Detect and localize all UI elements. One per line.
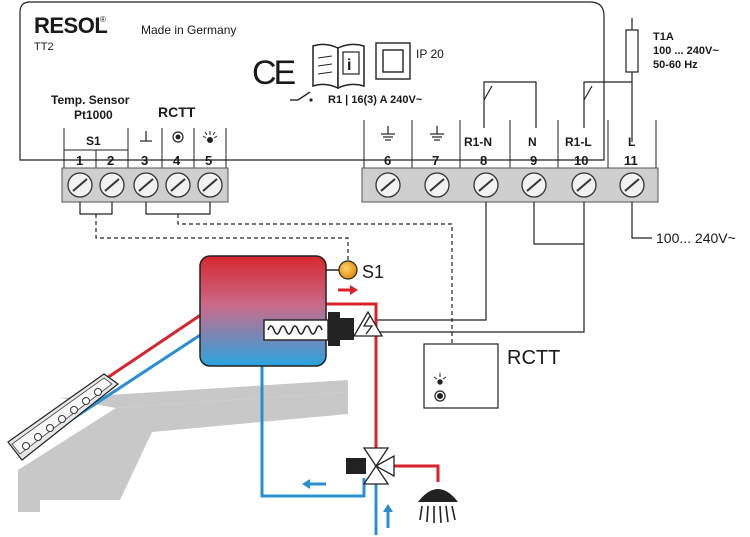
supply-voltage-label: 100... 240V~ <box>656 230 736 246</box>
header-s1: S1 <box>86 134 101 148</box>
terminal-dividers <box>63 120 657 168</box>
temp-sensor-type-label: Pt1000 <box>74 108 113 122</box>
registered-mark: ® <box>100 15 106 24</box>
light-button-symbol <box>172 131 184 143</box>
header-l: L <box>628 135 635 149</box>
relay-power-wires <box>376 202 585 333</box>
hot-pipes <box>103 302 440 482</box>
made-in-label: Made in Germany <box>141 23 236 37</box>
roof <box>18 380 348 512</box>
led-symbol <box>202 131 218 143</box>
temp-sensor-group-label: Temp. Sensor <box>51 93 130 107</box>
brand-logo: RESOL <box>34 13 107 38</box>
warning-icon <box>352 310 384 337</box>
terminal-number-8: 8 <box>480 153 487 168</box>
ip-rating-label: IP 20 <box>416 47 444 61</box>
fuse-rating-label: T1A <box>653 31 674 43</box>
terminal-number-10: 10 <box>574 153 588 168</box>
collector-icon <box>7 373 119 461</box>
terminal-number-5: 5 <box>205 153 212 168</box>
protective-earth-icon <box>430 126 444 141</box>
shower-icon <box>418 489 458 524</box>
signal-cables <box>95 214 453 372</box>
rctt-group-label: RCTT <box>158 104 196 120</box>
protective-earth-icon <box>381 126 395 141</box>
terminal-number-6: 6 <box>384 153 391 168</box>
header-n: N <box>528 135 537 149</box>
rctt-remote-label: RCTT <box>507 347 560 369</box>
fuse-voltage-label: 100 ... 240V~ <box>653 45 719 57</box>
sensor-icon <box>326 260 358 280</box>
relay-switch-icon <box>290 91 313 102</box>
mixing-valve-icon <box>346 447 395 485</box>
model-label: TT2 <box>34 41 54 53</box>
terminal-headers: S1 R1-N N R1-L L <box>86 126 635 149</box>
header-r1l: R1-L <box>565 135 592 149</box>
manual-book-icon: i <box>312 43 365 90</box>
terminal-number-9: 9 <box>530 153 537 168</box>
fuse-icon <box>625 18 639 142</box>
terminal-number-7: 7 <box>432 153 439 168</box>
controller-housing <box>19 1 605 161</box>
terminal-number-3: 3 <box>141 153 148 168</box>
fuse-frequency-label: 50-60 Hz <box>653 59 698 71</box>
heating-element-icon <box>263 312 354 346</box>
terminal-number-1: 1 <box>76 153 83 168</box>
terminal-number-2: 2 <box>107 153 114 168</box>
header-r1n: R1-N <box>464 135 492 149</box>
rctt-indicators <box>433 373 447 402</box>
terminal-number-11: 11 <box>624 153 638 168</box>
terminal-block-left <box>61 167 229 203</box>
protection-class-icon <box>375 42 411 80</box>
sensor-label: S1 <box>362 262 384 282</box>
terminal-block-right <box>361 167 659 203</box>
flow-arrow-icon <box>302 285 393 528</box>
ground-symbol <box>140 131 152 142</box>
relay-contacts <box>483 81 632 128</box>
info-symbol: i <box>347 57 351 74</box>
ce-icon: CE <box>252 54 296 92</box>
terminal-numbers: 1 2 3 4 5 6 7 8 9 10 11 <box>76 153 638 168</box>
relay-rating-label: R1 | 16(3) A 240V~ <box>328 94 423 106</box>
storage-tank <box>199 255 327 367</box>
terminal-number-4: 4 <box>173 153 181 168</box>
